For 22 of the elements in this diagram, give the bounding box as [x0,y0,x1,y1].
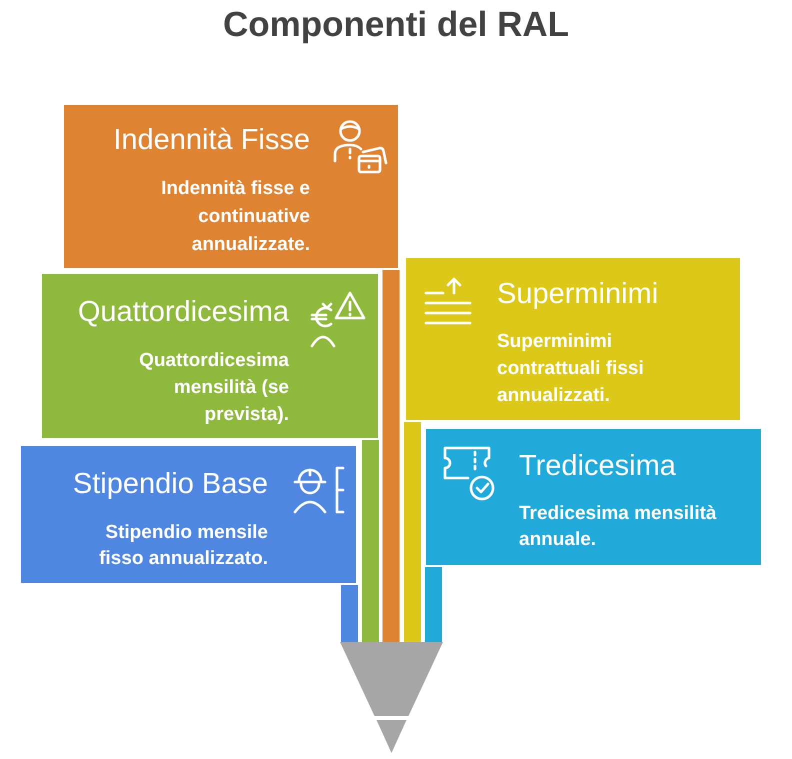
funnel-shape [340,642,443,754]
component-panel [424,427,763,567]
panel-heading: Superminimi [497,278,658,310]
component-panel [19,444,358,585]
connector-band [362,440,379,642]
connector-band [341,585,358,642]
component-panel [404,256,742,422]
panel-heading: Quattordicesima [78,296,289,328]
component-panel [62,103,400,270]
panel-description: Tredicesima mensilità annuale. [519,503,716,550]
connector-band [382,270,400,642]
connector-band [404,422,421,642]
panel-description: Stipendio mensile fisso annualizzato. [99,522,268,569]
connector-band [425,567,442,642]
panel-heading: Tredicesima [519,450,676,482]
panel-description: Indennità fisse e continuative annualizzate. [161,178,310,255]
panel-description: Quattordicesima mensilità (se prevista). [139,350,289,425]
component-panel [40,272,380,440]
panel-heading: Indennità Fisse [113,124,310,156]
diagram-title: Componenti del RAL [222,5,570,44]
panel-heading: Stipendio Base [72,468,268,500]
panel-description: Superminimi contrattuali fissi annualizzati. [497,331,644,406]
